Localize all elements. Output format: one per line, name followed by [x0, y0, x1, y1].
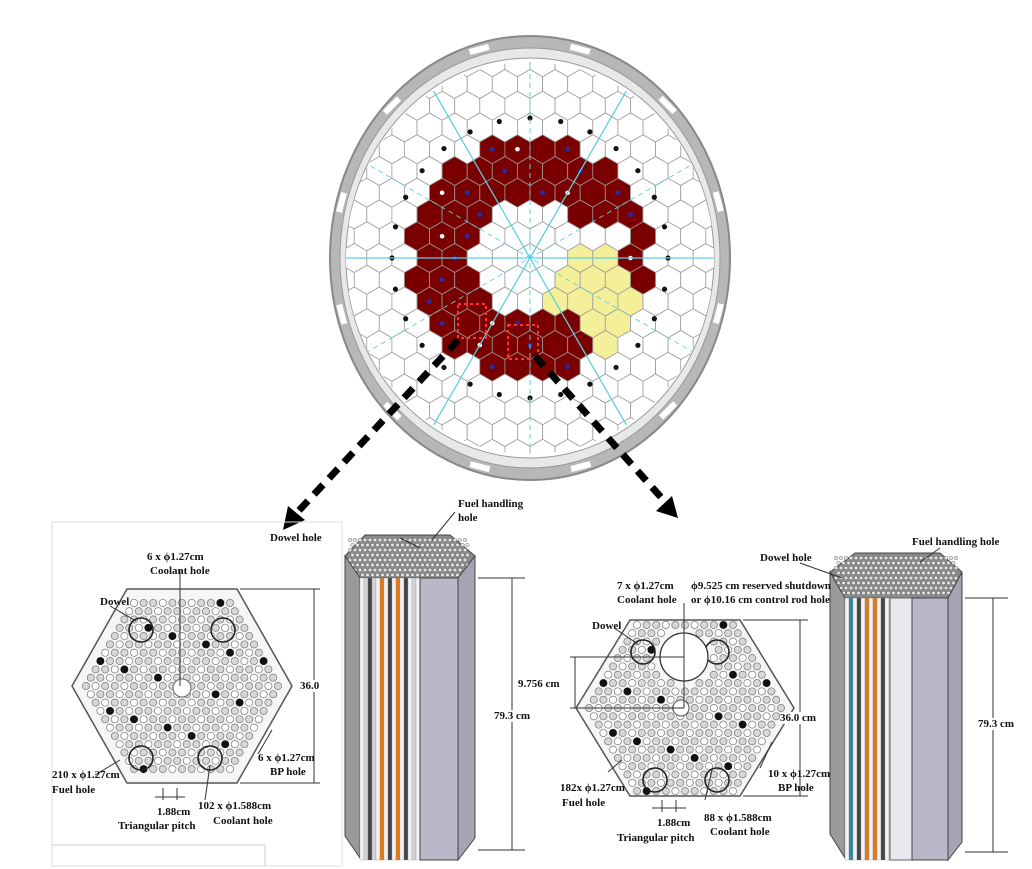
right-pitch-name: Triangular pitch	[617, 832, 695, 844]
rsc-hole-marker	[635, 342, 641, 348]
right-bp-hole-count: 10 x ϕ1.27cm	[768, 768, 831, 780]
right-height-dim: 36.0 cm	[780, 712, 817, 724]
control-position-marker	[464, 233, 470, 239]
left-coolant2-name: Coolant hole	[213, 815, 273, 827]
left-bp-hole-count: 6 x ϕ1.27cm	[258, 752, 315, 764]
control-position-marker	[464, 190, 470, 196]
control-position-marker	[565, 364, 571, 370]
left-fuel-hole-name: Fuel hole	[52, 784, 96, 796]
rsc-hole-marker	[587, 129, 593, 135]
left-coolant-hole-count: 6 x ϕ1.27cm	[147, 551, 204, 563]
control-position-marker	[565, 146, 571, 152]
left-pitch-name: Triangular pitch	[118, 820, 196, 832]
symmetry-line	[346, 147, 714, 369]
vessel-segment-gap	[336, 192, 348, 213]
selected-block-right	[507, 324, 539, 360]
right-block-dowel-hole: Dowel hole	[760, 552, 812, 564]
control-position-marker	[627, 212, 633, 217]
left-dowel-label: Dowel	[100, 596, 130, 608]
left-block-fuel-handling-2: hole	[458, 512, 478, 524]
vessel-segment-gap	[658, 95, 677, 115]
rsc-hole-marker	[467, 129, 473, 135]
control-position-marker	[439, 190, 445, 196]
right-coolant-hole-count: 7 x ϕ1.27cm	[617, 580, 674, 592]
right-block-height: 79.3 cm	[978, 718, 1015, 730]
left-fuel-hole-count: 210 x ϕ1.27cm	[52, 769, 120, 781]
rsc-hole-marker	[441, 364, 447, 371]
vessel-segment-gap	[712, 303, 724, 324]
vessel-segment-gap	[570, 461, 592, 473]
left-block-fuel-handling: Fuel handling	[458, 498, 524, 510]
vessel-segment-gap	[569, 43, 591, 55]
rsc-hole-marker	[392, 286, 399, 292]
control-position-marker	[615, 190, 621, 196]
left-block-dowel-hole: Dowel hole	[270, 532, 322, 544]
right-reserved-line1: ϕ9.525 cm reserved shutdown	[691, 580, 831, 592]
rsc-hole-marker	[403, 316, 409, 322]
right-block-fuel-handling: Fuel handling hole	[912, 536, 1000, 548]
rsc-hole-marker	[403, 194, 409, 200]
right-reserved-line2: or ϕ10.16 cm control rod hole	[691, 594, 830, 606]
control-position-marker	[439, 320, 445, 326]
left-bp-hole-name: BP hole	[270, 766, 306, 778]
vessel-segment-gap	[336, 303, 348, 325]
rsc-hole-marker	[613, 364, 619, 371]
right-bp-hole-name: BP hole	[778, 782, 814, 794]
right-coolant2-count: 88 x ϕ1.588cm	[704, 812, 772, 824]
left-pitch-value: 1.88cm	[157, 806, 191, 818]
vessel-segment-gaps	[336, 43, 724, 473]
left-height-dim: 36.0	[300, 680, 320, 692]
rsc-hole-marker	[635, 168, 641, 174]
rsc-hole-marker	[419, 168, 425, 174]
rsc-hole-marker	[496, 118, 502, 125]
rsc-hole-marker	[661, 286, 668, 292]
control-position-marker	[515, 146, 520, 152]
left-coolant2-count: 102 x ϕ1.588cm	[198, 800, 272, 812]
left-coolant-hole-name: Coolant hole	[150, 565, 210, 577]
control-position-marker	[477, 212, 483, 217]
vessel-segment-gap	[468, 43, 490, 55]
rsc-hole-marker	[392, 224, 399, 230]
control-position-marker	[540, 190, 546, 196]
right-fuel-hole-name: Fuel hole	[562, 797, 606, 809]
rsc-hole-marker	[613, 145, 619, 152]
right-fuel-hole-count: 182x ϕ1.27cm	[560, 782, 625, 794]
vessel-segment-gap	[712, 191, 724, 213]
rsc-hole-marker	[496, 391, 502, 398]
right-coolant-hole-name: Coolant hole	[617, 594, 677, 606]
rsc-hole-marker	[587, 381, 593, 387]
selected-block-left	[457, 303, 487, 339]
rsc-hole-marker	[558, 391, 564, 398]
control-position-marker	[502, 168, 508, 174]
right-offset-dim: 9.756 cm	[518, 678, 560, 690]
rsc-hole-marker	[651, 316, 657, 322]
rsc-hole-marker	[527, 115, 533, 121]
arrow-to-right-block	[532, 353, 670, 507]
vessel-segment-gap	[469, 461, 491, 473]
arrow-to-left-block	[289, 337, 461, 521]
vessel-segment-gap	[658, 401, 678, 420]
right-coolant2-name: Coolant hole	[710, 826, 770, 838]
arrow-head-right	[656, 496, 678, 518]
control-position-marker	[439, 233, 445, 239]
rsc-hole-marker	[661, 224, 668, 230]
rsc-hole-marker	[558, 118, 564, 125]
rsc-hole-marker	[651, 194, 657, 200]
left-block-height: 79.3 cm	[494, 710, 531, 722]
vessel-segment-gap	[382, 96, 402, 115]
control-position-marker	[439, 277, 445, 283]
rsc-hole-marker	[467, 381, 473, 387]
right-dowel-label: Dowel	[592, 620, 622, 632]
control-position-marker	[489, 364, 495, 370]
symmetry-lines	[346, 62, 714, 454]
control-position-marker	[489, 146, 495, 152]
right-pitch-value: 1.88cm	[657, 817, 691, 829]
rsc-hole-marker	[441, 145, 447, 152]
rsc-hole-marker	[419, 342, 425, 348]
hex-block-grid	[346, 62, 714, 454]
control-position-marker	[427, 299, 433, 304]
